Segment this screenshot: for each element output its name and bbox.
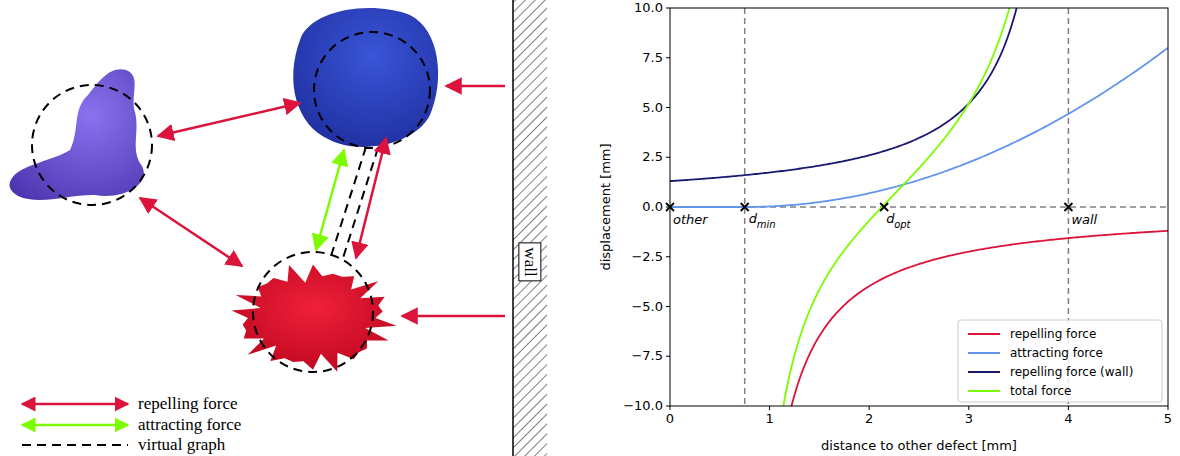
tick-label: 5.0: [642, 100, 663, 114]
point-marker: [1064, 203, 1072, 211]
legend-swatch: [20, 393, 134, 415]
tick: [666, 8, 670, 9]
legend-swatch: [966, 342, 1006, 364]
tick-label: 1: [765, 412, 773, 426]
tick-label: 10.0: [634, 1, 663, 15]
tick-label: 2: [865, 412, 873, 426]
tick: [670, 406, 671, 410]
tick: [666, 356, 670, 357]
tick: [666, 207, 670, 208]
tick: [1068, 406, 1069, 410]
tick: [869, 406, 870, 410]
data-curve: [670, 8, 1044, 181]
tick: [769, 406, 770, 410]
wall-label: wall: [519, 242, 542, 281]
legend-entry: attracting force: [966, 342, 1103, 364]
legend-text: attracting force: [1010, 346, 1103, 360]
point-subscript: min: [757, 219, 776, 230]
legend-entry: repelling force: [966, 323, 1096, 345]
legend-text: repelling force: [1010, 327, 1096, 341]
axis-title: displacement [mm]: [599, 143, 613, 270]
legend-frame: [958, 320, 1162, 402]
legend-swatch: [966, 361, 1006, 383]
wall-force-arrow: [446, 85, 505, 88]
point-label: d: [886, 212, 894, 226]
data-curve: [670, 48, 1168, 207]
tick-label: 2.5: [642, 150, 663, 164]
legend-swatch: [966, 380, 1006, 402]
tick: [666, 406, 670, 407]
tick-label: −7.5: [631, 349, 663, 363]
virtual-graph-circle: [253, 252, 373, 372]
legend-entry: total force: [966, 380, 1071, 402]
tick-label: 0.0: [642, 200, 663, 214]
wall-force-arrow: [402, 315, 505, 318]
tick-label: 3: [965, 412, 973, 426]
tick-label: 0: [666, 412, 674, 426]
wall-line: [512, 0, 514, 456]
wall-hatch: [513, 0, 547, 456]
legend-swatch: [20, 434, 134, 456]
tick: [666, 306, 670, 307]
tick-label: −5.0: [631, 299, 663, 313]
repelling-arrow: [140, 198, 242, 266]
legend-swatch: [20, 414, 134, 436]
point-marker: [880, 203, 888, 211]
data-curve: [775, 231, 1168, 406]
repelling-arrow: [356, 138, 386, 258]
legend-entry: attracting force: [20, 414, 241, 436]
attracting-arrow: [316, 150, 344, 250]
tick: [666, 256, 670, 257]
point-label: other: [673, 213, 708, 227]
legend-text: repelling force: [138, 394, 238, 414]
virtual-graph-circle: [314, 32, 430, 148]
tick: [666, 157, 670, 158]
legend-text: virtual graph: [138, 435, 225, 455]
axis-title: distance to other defect [mm]: [821, 439, 1017, 453]
tick-label: 4: [1064, 412, 1072, 426]
point-label: d: [749, 212, 757, 226]
tick-label: −10.0: [623, 399, 663, 413]
tick-label: 7.5: [642, 51, 663, 65]
legend-text: repelling force (wall): [1010, 365, 1133, 379]
legend-text: total force: [1010, 384, 1071, 398]
point-marker: [741, 203, 749, 211]
virtual-graph-circle: [32, 85, 152, 205]
legend-entry: repelling force: [20, 393, 238, 415]
defect-blob: [10, 69, 144, 200]
point-subscript: opt: [894, 219, 910, 230]
repelling-arrow: [158, 103, 300, 136]
tick: [1168, 406, 1169, 410]
tick-label: −2.5: [631, 250, 663, 264]
wall-box: wall: [518, 241, 543, 283]
legend-text: attracting force: [138, 415, 241, 435]
legend-entry: virtual graph: [20, 434, 225, 456]
tick: [666, 107, 670, 108]
axes-frame: [670, 8, 1168, 406]
defect-blob: [293, 8, 438, 147]
legend-entry: repelling force (wall): [966, 361, 1133, 383]
legend-swatch: [966, 323, 1006, 345]
tick-label: 5: [1164, 412, 1172, 426]
point-label: wall: [1071, 213, 1097, 227]
tick: [666, 57, 670, 58]
tick: [968, 406, 969, 410]
